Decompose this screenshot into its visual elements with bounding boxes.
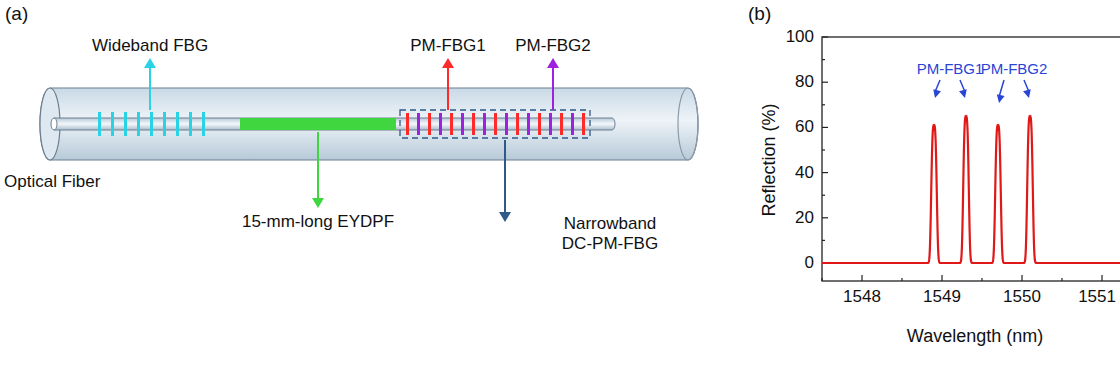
- grating-line: [538, 113, 541, 135]
- arrow-head: [959, 89, 967, 98]
- x-tick: [1061, 278, 1062, 281]
- grating-line: [571, 113, 574, 135]
- grating-line: [527, 113, 530, 135]
- y-tick: [822, 36, 828, 37]
- peak-arrows: [933, 80, 1030, 103]
- axis-title: Reflection (%): [759, 103, 781, 216]
- grating-line: [176, 112, 179, 136]
- grating-line: [150, 112, 153, 136]
- y-tick: [822, 195, 825, 196]
- axis-title: Wavelength (nm): [907, 326, 1043, 348]
- x-tick: [941, 275, 942, 281]
- y-tick: [822, 82, 828, 83]
- x-tick: [1101, 275, 1102, 281]
- tick-label: 1550: [1003, 287, 1041, 307]
- y-tick: [822, 59, 825, 60]
- y-tick: [822, 149, 825, 150]
- y-tick: [822, 104, 825, 105]
- tick-label: 40: [795, 163, 814, 183]
- arrow-head: [997, 94, 1005, 103]
- part-label: PM-FBG2: [515, 36, 591, 56]
- tick-label: 1551: [1078, 287, 1116, 307]
- grating-line: [516, 113, 519, 135]
- grating-line: [124, 112, 127, 136]
- grating-line: [439, 113, 442, 135]
- x-tick: [901, 278, 902, 281]
- grating-line: [450, 113, 453, 135]
- grating-line: [406, 113, 409, 135]
- grating-line: [461, 113, 464, 135]
- eydpf-segment: [240, 118, 396, 130]
- grating-line: [163, 112, 166, 136]
- tick-label: 100: [786, 27, 814, 47]
- grating-line: [202, 112, 205, 136]
- part-label: PM-FBG1: [410, 36, 486, 56]
- panel-letter: (a): [5, 3, 28, 26]
- arrow-line: [999, 80, 1004, 97]
- optical-fiber: [40, 88, 698, 160]
- grating-line: [428, 113, 431, 135]
- grating-line: [582, 113, 585, 135]
- grating-line: [137, 112, 140, 136]
- part-label: Wideband FBG: [92, 36, 208, 56]
- peak-label: PM-FBG1: [917, 60, 984, 78]
- panel-letter: (b): [748, 3, 771, 26]
- x-tick: [861, 275, 862, 281]
- grating-line: [189, 112, 192, 136]
- tick-label: 1549: [923, 287, 961, 307]
- reflection-curve: [822, 116, 1120, 263]
- arrow-head: [1023, 89, 1031, 98]
- x-tick: [821, 278, 822, 281]
- grating-line: [472, 113, 475, 135]
- tick-label: 60: [795, 117, 814, 137]
- dashed-bracket: [400, 110, 590, 138]
- grating-line: [560, 113, 563, 135]
- y-tick: [822, 217, 828, 218]
- grating-line: [98, 112, 101, 136]
- x-tick: [1021, 275, 1022, 281]
- grating-line: [505, 113, 508, 135]
- peak-label: PM-FBG2: [981, 60, 1048, 78]
- grating-line: [549, 113, 552, 135]
- part-label: Optical Fiber: [4, 172, 100, 192]
- tick-label: 80: [795, 72, 814, 92]
- grating-line: [494, 113, 497, 135]
- tick-label: 0: [805, 253, 814, 273]
- y-tick: [822, 127, 828, 128]
- part-label: Narrowband DC-PM-FBG: [552, 214, 668, 255]
- y-tick: [822, 172, 828, 173]
- arrow-head: [933, 89, 941, 98]
- y-tick: [822, 240, 825, 241]
- grating-line: [111, 112, 114, 136]
- tick-label: 20: [795, 208, 814, 228]
- dc-pm-fbg: [406, 113, 585, 135]
- tick-label: 1548: [843, 287, 881, 307]
- part-label: 15-mm-long EYDPF: [242, 212, 394, 232]
- grating-line: [483, 113, 486, 135]
- x-tick: [981, 278, 982, 281]
- grating-line: [417, 113, 420, 135]
- leader-arrows: [144, 58, 559, 222]
- wideband-fbg: [98, 112, 205, 136]
